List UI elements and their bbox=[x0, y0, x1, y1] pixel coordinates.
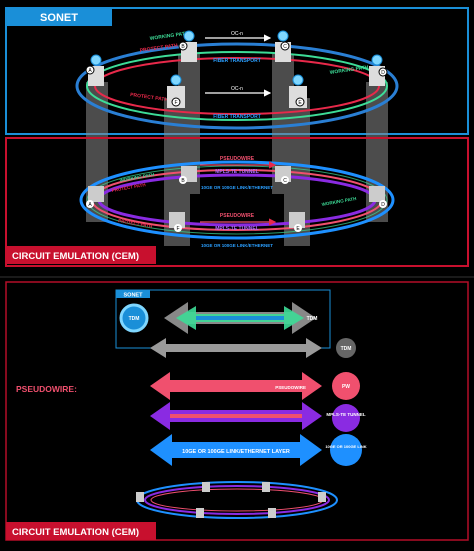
node-c[interactable]: C bbox=[275, 30, 291, 62]
mini-nodes bbox=[136, 482, 326, 518]
oc-n-label-bottom: OC-n bbox=[231, 86, 243, 92]
mini-pw-ring bbox=[150, 488, 324, 512]
sonet-fiber-strip bbox=[196, 316, 284, 320]
sonet-cem-diagram: SONET OC-n OC-n WORKING PATH PROTECT PAT… bbox=[5, 7, 469, 267]
cem-node-b[interactable]: B bbox=[179, 166, 197, 184]
cem-legend-panel: SONET TDM TDM TDM PSEUDOWIRE: PSEUDOWIRE… bbox=[0, 278, 474, 546]
cem-protect-path-label: PROTECT PATH bbox=[111, 182, 146, 193]
cem-node-a[interactable]: A bbox=[86, 186, 104, 208]
mini-node-e[interactable] bbox=[268, 508, 276, 518]
pseudowire-heading: PSEUDOWIRE: bbox=[16, 384, 77, 394]
node-b-letter: B bbox=[181, 44, 185, 50]
tdm-label-right: TDM bbox=[307, 316, 318, 322]
cem-link-label-bottom: 10GE OR 100GE LINK/ETHERNET bbox=[201, 243, 273, 248]
mini-mpls-ring bbox=[144, 485, 330, 515]
tdm-circle-label: TDM bbox=[341, 346, 352, 352]
cem-node-d-letter: D bbox=[381, 202, 385, 208]
cem-node-a-letter: A bbox=[88, 202, 92, 208]
mpls-inner-pw-strip bbox=[170, 414, 302, 418]
cem-node-c-letter: C bbox=[283, 178, 287, 184]
sonet-cem-network-panel: SONET OC-n OC-n WORKING PATH PROTECT PAT… bbox=[5, 7, 469, 267]
mini-node-b[interactable] bbox=[202, 482, 210, 492]
panel-separator bbox=[0, 276, 474, 278]
node-d[interactable]: D bbox=[369, 54, 388, 86]
cem-mpls-label-bottom: MPLS-TE TUNNEL bbox=[215, 226, 259, 232]
protect-path-label: PROTECT PATH bbox=[139, 43, 178, 54]
mini-link-ring bbox=[136, 481, 338, 519]
cem-working-ring bbox=[86, 165, 388, 235]
cem-node-f[interactable]: F bbox=[169, 212, 185, 232]
pw-circle-label: PW bbox=[342, 384, 350, 390]
pw-arrow bbox=[150, 372, 322, 400]
cem-bottom-frame bbox=[5, 281, 469, 541]
working-ring bbox=[86, 51, 388, 121]
cem-node-e-letter: E bbox=[296, 226, 300, 232]
cem-node-d[interactable]: D bbox=[369, 186, 387, 208]
cem-link-label-top: 10GE OR 100GE LINK/ETHERNET bbox=[201, 185, 273, 190]
node-f[interactable]: F bbox=[167, 74, 185, 108]
node-e[interactable]: E bbox=[289, 74, 307, 108]
sonet-nodes: A B C D E F bbox=[85, 30, 388, 108]
protect-path-label-left: PROTECT PATH bbox=[130, 92, 169, 103]
node-a[interactable]: A bbox=[85, 54, 104, 86]
link-circle bbox=[330, 434, 362, 466]
cem-mpls-label-top: MPLS-TE TUNNEL bbox=[215, 169, 259, 175]
sonet-label-bg bbox=[6, 8, 112, 26]
node-a-letter: A bbox=[88, 68, 92, 74]
sonet-legend-tag bbox=[116, 290, 150, 298]
cem-node-c[interactable]: C bbox=[275, 166, 291, 184]
cem-nodes: A B C D E F bbox=[86, 166, 387, 232]
fiber-transport-label-top: FIBER TRANSPORT bbox=[213, 58, 261, 64]
cem-node-e[interactable]: E bbox=[289, 212, 305, 232]
working-path-label: WORKING PATH bbox=[149, 31, 189, 42]
pw-arrow-label: PSEUDOWIRE bbox=[275, 385, 306, 390]
cem-label: CIRCUIT EMULATION (CEM) bbox=[12, 251, 139, 262]
link-arrow-label: 10GE OR 100GE LINK/ETHERNET LAYER bbox=[182, 449, 290, 455]
cem-bottom-label-bg bbox=[6, 522, 156, 540]
cem-protect-path-label-left: PROTECT PATH bbox=[118, 218, 153, 229]
sonet-frame bbox=[5, 7, 469, 135]
node-d-letter: D bbox=[381, 70, 385, 76]
cem-working-path-label-right: WORKING PATH bbox=[321, 196, 356, 207]
oc-n-label-top: OC-n bbox=[231, 31, 243, 37]
cem-label-bg bbox=[6, 246, 156, 264]
tdm-circle-left bbox=[119, 303, 149, 333]
working-path-label-right: WORKING PATH bbox=[329, 65, 369, 76]
link-circle-label: 10GE OR 100GE LINK bbox=[325, 444, 366, 449]
node-b[interactable]: B bbox=[178, 30, 197, 62]
cem-bottom-label: CIRCUIT EMULATION (CEM) bbox=[12, 527, 139, 538]
cem-pseudowire-label-bottom: PSEUDOWIRE bbox=[220, 213, 255, 219]
cem-node-f-letter: F bbox=[176, 226, 179, 232]
cem-node-b-letter: B bbox=[181, 178, 185, 184]
mini-node-c[interactable] bbox=[262, 482, 270, 492]
cem-frame bbox=[5, 137, 469, 267]
fiber-ring bbox=[75, 42, 399, 130]
sonet-label: SONET bbox=[40, 12, 78, 24]
tdm-label-left: TDM bbox=[129, 316, 140, 322]
tdm-grey-arrow bbox=[150, 338, 322, 358]
cem-pseudowire-label-top: PSEUDOWIRE bbox=[220, 156, 255, 162]
cem-legend-diagram: SONET TDM TDM TDM PSEUDOWIRE: PSEUDOWIRE… bbox=[5, 281, 469, 541]
cem-working-path-label: WORKING PATH bbox=[119, 172, 154, 183]
mini-node-f[interactable] bbox=[196, 508, 204, 518]
sonet-legend-label: SONET bbox=[124, 293, 144, 299]
tdm-circle-right bbox=[336, 338, 356, 358]
node-e-letter: E bbox=[298, 100, 302, 106]
mini-node-a[interactable] bbox=[136, 492, 144, 502]
mini-node-d[interactable] bbox=[318, 492, 326, 502]
node-c-letter: C bbox=[283, 44, 287, 50]
link-arrow bbox=[150, 434, 322, 466]
pw-circle bbox=[332, 372, 360, 400]
mpls-circle-label: MPLS-TE TUNNEL bbox=[326, 412, 365, 417]
cem-link-ring bbox=[79, 160, 395, 240]
mpls-circle bbox=[332, 404, 360, 432]
node-f-letter: F bbox=[174, 100, 177, 106]
fiber-transport-label-bottom: FIBER TRANSPORT bbox=[213, 114, 261, 120]
